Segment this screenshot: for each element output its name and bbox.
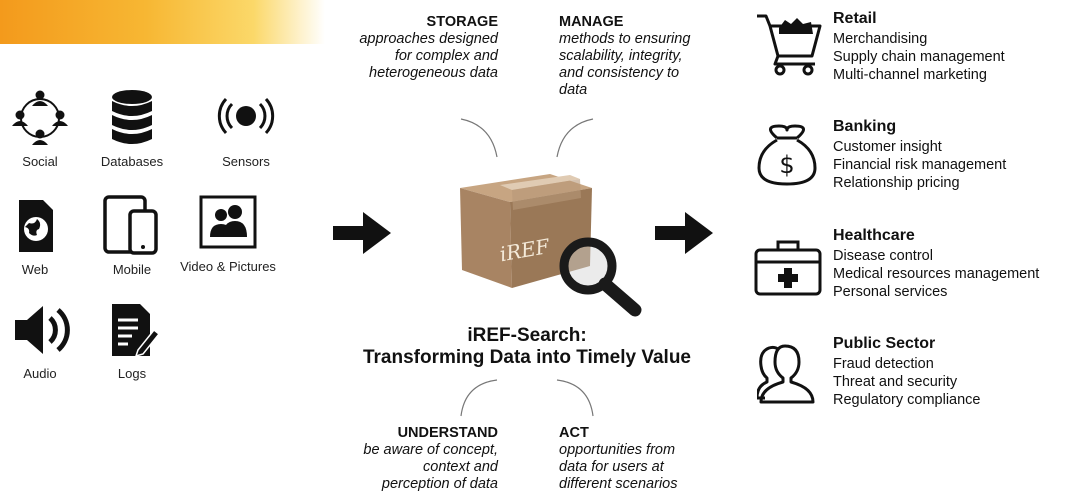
- sector-item: Fraud detection: [833, 356, 934, 372]
- sector-public: Public Sector Fraud detection Threat and…: [833, 335, 981, 409]
- storage-heading: STORAGE: [426, 14, 498, 30]
- sector-healthcare: Healthcare Disease control Medical resou…: [833, 227, 1039, 301]
- source-sensors: Sensors: [191, 88, 301, 169]
- sector-banking: Banking Customer insight Financial risk …: [833, 118, 1006, 192]
- storage-line: approaches designed: [359, 31, 498, 47]
- source-label: Logs: [117, 366, 147, 381]
- center-title-line1: iREF-Search:: [467, 325, 587, 346]
- source-video-pictures: Video & Pictures: [173, 193, 283, 274]
- sector-item: Disease control: [833, 248, 933, 264]
- sensor-icon: [217, 97, 275, 135]
- source-label: Web: [21, 262, 49, 277]
- social-network-icon: [12, 90, 68, 145]
- source-audio: Audio: [0, 300, 95, 381]
- pictures-icon: [199, 195, 257, 249]
- understand-block: UNDERSTAND be aware of concept, context …: [300, 425, 498, 493]
- act-line: different scenarios: [559, 476, 678, 492]
- arrow-right-icon: [333, 212, 391, 254]
- sector-title: Banking: [833, 118, 897, 135]
- center-title: iREF-Search: Transforming Data into Time…: [322, 325, 732, 369]
- manage-line: methods to ensuring: [559, 31, 691, 47]
- sector-title: Public Sector: [833, 335, 936, 352]
- understand-heading: UNDERSTAND: [397, 425, 498, 441]
- logs-icon: [112, 304, 161, 358]
- source-web: Web: [0, 196, 90, 277]
- sector-item: Threat and security: [833, 374, 958, 390]
- mobile-icon: [103, 195, 158, 255]
- sector-item: Personal services: [833, 284, 948, 300]
- manage-heading: MANAGE: [559, 14, 624, 30]
- manage-block: MANAGE methods to ensuring scalability, …: [559, 14, 749, 99]
- bottom-connectors: [460, 379, 594, 417]
- act-line: opportunities from: [559, 442, 676, 458]
- source-label: Audio: [23, 366, 57, 381]
- manage-line: scalability, integrity,: [559, 48, 683, 64]
- database-icon: [112, 90, 152, 144]
- web-icon: [19, 200, 53, 252]
- sector-item: Financial risk management: [833, 157, 1007, 173]
- top-connectors: [460, 118, 594, 158]
- source-databases: Databases: [77, 88, 187, 169]
- source-label: Social: [22, 154, 58, 169]
- arrow-right-icon: [655, 212, 713, 254]
- sector-title: Retail: [833, 10, 877, 27]
- sector-item: Regulatory compliance: [833, 392, 981, 408]
- sector-title: Healthcare: [833, 227, 915, 244]
- source-logs: Logs: [77, 300, 187, 381]
- source-label: Video & Pictures: [180, 259, 276, 274]
- understand-line: perception of data: [381, 476, 498, 492]
- svg-text:$: $: [779, 151, 794, 179]
- storage-block: STORAGE approaches designed for complex …: [310, 14, 498, 82]
- act-line: data for users at: [559, 459, 664, 475]
- audio-icon: [15, 306, 70, 354]
- sector-item: Supply chain management: [833, 49, 1005, 65]
- sector-item: Medical resources management: [833, 266, 1040, 282]
- manage-line: and consistency to: [559, 65, 680, 81]
- sector-item: Multi-channel marketing: [833, 67, 987, 83]
- source-label: Databases: [100, 154, 164, 169]
- source-mobile: Mobile: [77, 193, 187, 277]
- manage-line: data: [559, 82, 588, 98]
- header-banner: [0, 0, 325, 44]
- source-label: Mobile: [112, 262, 152, 277]
- sector-item: Relationship pricing: [833, 175, 960, 191]
- storage-line: for complex and: [394, 48, 498, 64]
- iref-box-illustration: iREF: [460, 174, 642, 317]
- source-label: Sensors: [222, 154, 270, 169]
- act-block: ACT opportunities from data for users at…: [559, 425, 749, 493]
- magnifier-icon: [559, 237, 642, 317]
- understand-line: be aware of concept,: [363, 442, 498, 458]
- act-heading: ACT: [559, 425, 589, 441]
- source-social: Social: [0, 88, 95, 169]
- medical-kit-icon: [754, 240, 822, 296]
- sector-item: Customer insight: [833, 139, 942, 155]
- sector-retail: Retail Merchandising Supply chain manage…: [833, 10, 1005, 84]
- people-icon: [757, 344, 815, 404]
- sector-item: Merchandising: [833, 31, 928, 47]
- center-title-line2: Transforming Data into Timely Value: [362, 347, 691, 368]
- storage-line: heterogeneous data: [369, 65, 498, 81]
- shopping-cart-icon: [757, 14, 822, 76]
- understand-line: context and: [423, 459, 498, 475]
- money-bag-icon: $: [757, 124, 817, 186]
